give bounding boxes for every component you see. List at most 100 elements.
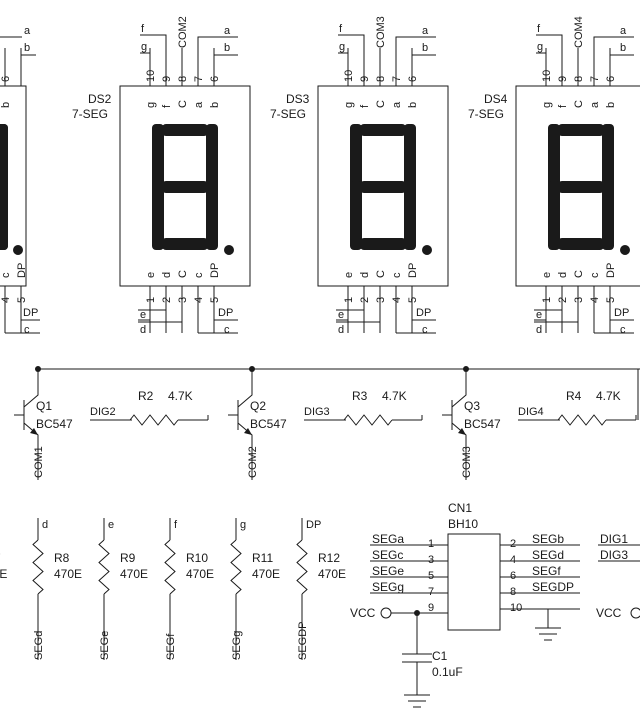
pin-label: DP	[605, 263, 617, 278]
wire	[20, 300, 40, 321]
resistor-ref: R9	[120, 551, 136, 565]
connector-pin-number: 3	[428, 554, 434, 566]
transistor-arrow	[30, 428, 38, 435]
wire	[500, 608, 549, 628]
resistor-ref: R12	[318, 551, 340, 565]
segment-net-in: e	[108, 519, 114, 531]
connector-body	[447, 533, 501, 631]
pin-label: b	[407, 102, 419, 108]
right-net-label: DIG3	[600, 548, 628, 562]
pin-label: c	[391, 272, 403, 278]
net-label-g: g	[339, 41, 345, 53]
segment-b	[206, 124, 218, 193]
resistor-ref: R10	[186, 551, 208, 565]
connector-pin-number: 4	[510, 554, 516, 566]
vcc-label: VCC	[596, 606, 622, 620]
pin-label: c	[0, 272, 12, 278]
transistor-collector	[451, 369, 467, 408]
segment-c	[602, 181, 614, 250]
segment-c	[0, 181, 8, 250]
pin-number: 4	[589, 297, 601, 303]
display-type: 7-SEG	[270, 107, 306, 121]
resistor-ref: R2	[138, 389, 154, 403]
pin-number: 10	[145, 70, 157, 82]
segment-net-out: SEGDP	[297, 621, 309, 660]
net-label-a: a	[24, 25, 31, 37]
connector-pin-number: 7	[428, 586, 434, 598]
pin-label: d	[359, 272, 371, 278]
net-label-c: c	[24, 324, 30, 336]
pin-label: e	[145, 272, 157, 278]
display-common-label: COM2	[177, 16, 189, 48]
resistor-value-partial: 70E	[0, 567, 7, 581]
resistor-ref: R11	[252, 551, 273, 565]
segment-e	[548, 181, 560, 250]
pin-number: 5	[407, 297, 419, 303]
resistor-zigzag	[230, 539, 242, 595]
segment-f	[152, 124, 164, 193]
net-label-b: b	[224, 42, 230, 54]
pin-number: 2	[161, 297, 173, 303]
resistor-zigzag	[98, 539, 110, 595]
wire	[338, 52, 349, 58]
connector-right-net: SEGd	[532, 548, 564, 562]
wire	[536, 52, 547, 58]
wire	[140, 34, 167, 48]
pin-label: C	[375, 270, 387, 278]
pin-number: 9	[161, 76, 173, 82]
junction-dot	[35, 366, 41, 372]
pin-number: 10	[541, 70, 553, 82]
pin-number: 7	[193, 76, 205, 82]
segment-net-in: f	[174, 519, 178, 531]
pin-number: 8	[177, 76, 189, 82]
pin-label: g	[145, 102, 157, 108]
pin-number: 6	[209, 76, 221, 82]
pin-label: e	[343, 272, 355, 278]
net-label-b: b	[24, 42, 30, 54]
wire	[536, 34, 563, 48]
segment-net-out: SEGf	[165, 633, 177, 660]
resistor-ref-partial: 7	[0, 551, 1, 565]
segment-g	[558, 181, 604, 193]
segment-e	[350, 181, 362, 250]
connector-left-net: SEGc	[372, 548, 403, 562]
resistor-ref: R4	[566, 389, 582, 403]
pin-label: a	[391, 101, 403, 108]
display-body	[119, 85, 251, 287]
pin-label: f	[557, 104, 569, 108]
capacitor-ref: C1	[432, 649, 448, 663]
segment-f	[350, 124, 362, 193]
display-body-partial	[0, 85, 27, 287]
pin-label: b	[0, 102, 12, 108]
net-label-d: d	[338, 324, 344, 336]
emitter-net-label: COM1	[33, 446, 45, 478]
net-label-b: b	[620, 42, 626, 54]
segment-d	[162, 238, 208, 250]
connector-pin-number: 9	[428, 602, 434, 614]
pin-number: 2	[557, 297, 569, 303]
pin-label: C	[573, 270, 585, 278]
pin-number: 8	[573, 76, 585, 82]
vcc-terminal	[380, 607, 392, 619]
display-common-label: COM3	[375, 16, 387, 48]
pin-label: g	[541, 102, 553, 108]
pin-label: DP	[407, 263, 419, 278]
base-net-label: DIG4	[518, 406, 544, 418]
resistor-zigzag	[557, 414, 607, 426]
pin-label: g	[343, 102, 355, 108]
segment-e	[152, 181, 164, 250]
pin-number: 1	[343, 297, 355, 303]
connector-pin-number: 8	[510, 586, 516, 598]
resistor-value: 4.7K	[168, 389, 193, 403]
segment-f	[548, 124, 560, 193]
wire	[395, 36, 436, 48]
connector-pin-number: 1	[428, 538, 434, 550]
resistor-zigzag	[343, 414, 393, 426]
net-label-a: a	[620, 25, 627, 37]
wire	[534, 310, 547, 321]
connector-model: BH10	[448, 517, 478, 531]
pin-number: 9	[557, 76, 569, 82]
segment-dp	[422, 245, 432, 255]
